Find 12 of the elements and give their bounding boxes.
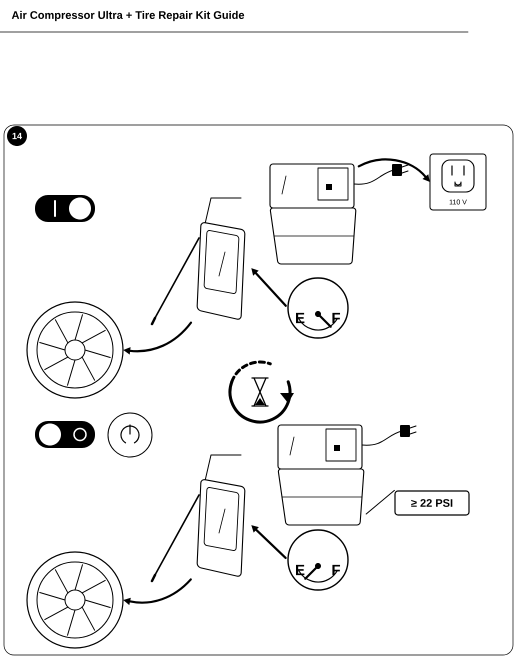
leader-line (366, 490, 395, 514)
step-badge: 14 (7, 126, 27, 146)
compressor-drawing (277, 424, 416, 526)
sealant-bottle-drawing (150, 198, 246, 326)
pressure-gauge: E F (287, 277, 349, 339)
sealant-bottle-drawing (150, 454, 246, 582)
compressor-drawing (269, 163, 408, 265)
title: Air Compressor Ultra + Tire Repair Kit Guide (12, 10, 244, 22)
pressure-gauge: E F (287, 529, 349, 591)
wheel-drawing (26, 301, 124, 399)
wheel-drawing (26, 551, 124, 649)
pressure-callout: ≥ 22 PSI (394, 490, 470, 516)
